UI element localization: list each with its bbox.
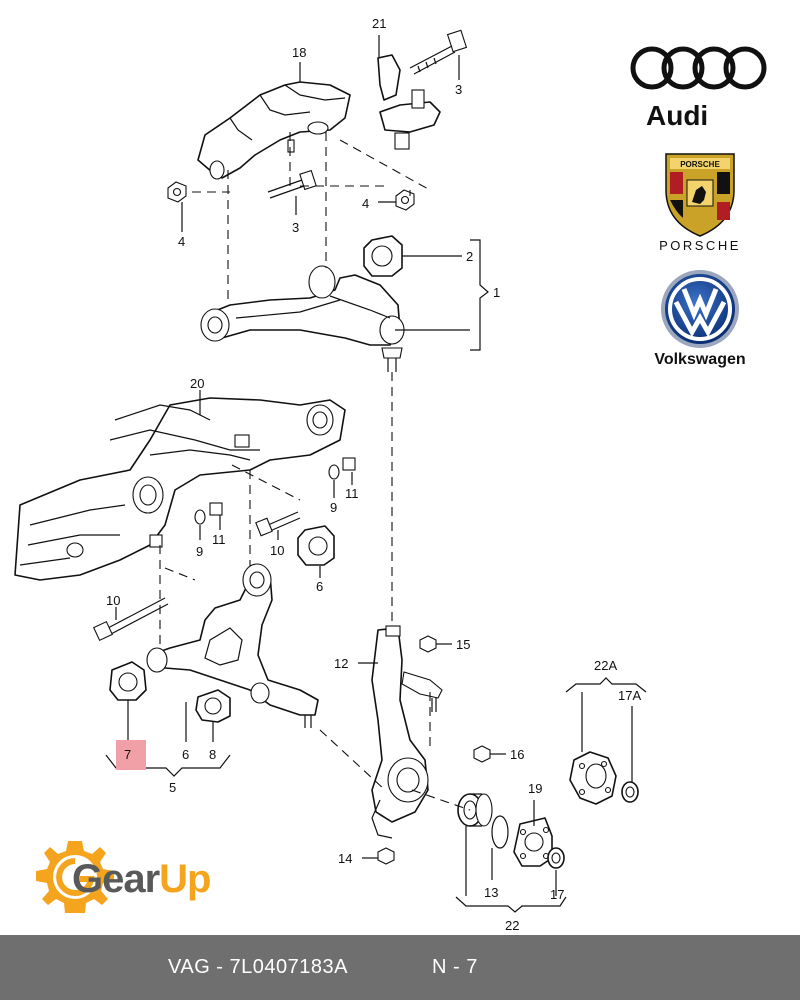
- callout-6-upper: 6: [316, 579, 323, 594]
- footer-position: N - 7: [432, 956, 478, 978]
- audi-rings-icon: [630, 46, 767, 90]
- footer-part-ref: VAG - 7L0407183A: [168, 956, 348, 978]
- callout-16: 16: [510, 747, 524, 762]
- callout-1: 1: [493, 285, 500, 300]
- callout-3-top: 3: [455, 82, 462, 97]
- nut-11-lower: [209, 502, 223, 516]
- callout-19: 19: [528, 781, 542, 796]
- porsche-crest-icon: PORSCHE: [665, 153, 735, 237]
- callout-22a: 22A: [594, 658, 617, 673]
- gearup-wordmark-up: Up: [159, 857, 211, 901]
- callout-8: 8: [209, 747, 216, 762]
- callout-13: 13: [484, 885, 498, 900]
- bolt-10-right: [255, 511, 301, 537]
- porsche-wordmark: PORSCHE: [659, 238, 741, 253]
- suspension-exploded-diagram: 21 18 3 4 3 4 2 1 20 11 9 9 11 10 6 10 7…: [14, 16, 647, 933]
- callout-4-left: 4: [178, 234, 185, 249]
- callout-18: 18: [292, 45, 306, 60]
- callout-20: 20: [190, 376, 204, 391]
- audi-wordmark: Audi: [646, 100, 709, 131]
- hub-nut-17: [547, 847, 565, 869]
- bolt-10-left: [92, 597, 169, 642]
- svg-text:PORSCHE: PORSCHE: [680, 160, 720, 169]
- callout-10-right: 10: [270, 543, 284, 558]
- bush-6-upper: [297, 525, 335, 566]
- subframe: [14, 397, 346, 581]
- steering-knuckle: [371, 625, 429, 839]
- audi-logo: Audi: [628, 42, 768, 132]
- vw-roundel-icon: [661, 270, 739, 348]
- nut-16: [473, 745, 491, 763]
- callout-5: 5: [169, 780, 176, 795]
- bush-2-upper: [363, 235, 403, 277]
- callout-numbers: 21 18 3 4 3 4 2 1 20 11 9 9 11 10 6 10 7…: [106, 16, 641, 933]
- bolt-3-middle: [267, 169, 317, 199]
- lower-control-arm: [146, 563, 319, 728]
- nut-14: [377, 847, 395, 865]
- tie-rod-end: [401, 671, 443, 712]
- wheel-hub-22a: [569, 751, 617, 805]
- callout-4-right: 4: [362, 196, 369, 211]
- callout-22: 22: [505, 918, 519, 933]
- callout-21: 21: [372, 16, 386, 31]
- level-sensor-bracket: [377, 54, 441, 150]
- footer-bar: VAG - 7L0407183A N - 7: [0, 935, 800, 1000]
- callout-9-upper: 9: [330, 500, 337, 515]
- callout-9-lower: 9: [196, 544, 203, 559]
- callout-3-mid: 3: [292, 220, 299, 235]
- bush-8-lower: [195, 689, 231, 723]
- upper-mount-bracket: [197, 81, 351, 180]
- highlight-box-7: [116, 740, 146, 770]
- nut-15: [419, 635, 437, 653]
- hub-nut-17a: [621, 781, 639, 803]
- callout-17a: 17A: [618, 688, 641, 703]
- bolt-3-top: [409, 29, 468, 75]
- vw-logo: Volkswagen: [640, 268, 760, 376]
- callout-10-left: 10: [106, 593, 120, 608]
- gearup-logo: GearUp: [30, 835, 270, 925]
- nut-4-right: [395, 189, 415, 211]
- gear-icon: [36, 841, 114, 913]
- wheel-hub-19: [513, 817, 553, 867]
- washer-9-upper: [328, 464, 340, 480]
- nut-11-upper: [342, 457, 356, 471]
- wheel-bearing-13: [457, 793, 493, 827]
- callout-12: 12: [334, 656, 348, 671]
- nut-4-left: [167, 181, 187, 203]
- leader-lines: [105, 35, 647, 913]
- callout-6-lower: 6: [182, 747, 189, 762]
- vw-wordmark: Volkswagen: [654, 351, 746, 368]
- circlip: [491, 815, 509, 849]
- washer-9-lower: [194, 509, 206, 525]
- gearup-wordmark: GearUp: [72, 857, 212, 902]
- porsche-logo: PORSCHE PORSCHE: [640, 150, 760, 255]
- callout-11-upper: 11: [345, 486, 359, 501]
- callout-11-lower: 11: [212, 532, 226, 547]
- gearup-wordmark-gear: Gear: [72, 857, 160, 901]
- callout-7: 7: [124, 747, 131, 762]
- callout-14: 14: [338, 851, 352, 866]
- callout-15: 15: [456, 637, 470, 652]
- upper-control-arm: [200, 265, 405, 372]
- callout-2: 2: [466, 249, 473, 264]
- bush-7-lower: [109, 661, 147, 701]
- callout-17: 17: [550, 887, 564, 902]
